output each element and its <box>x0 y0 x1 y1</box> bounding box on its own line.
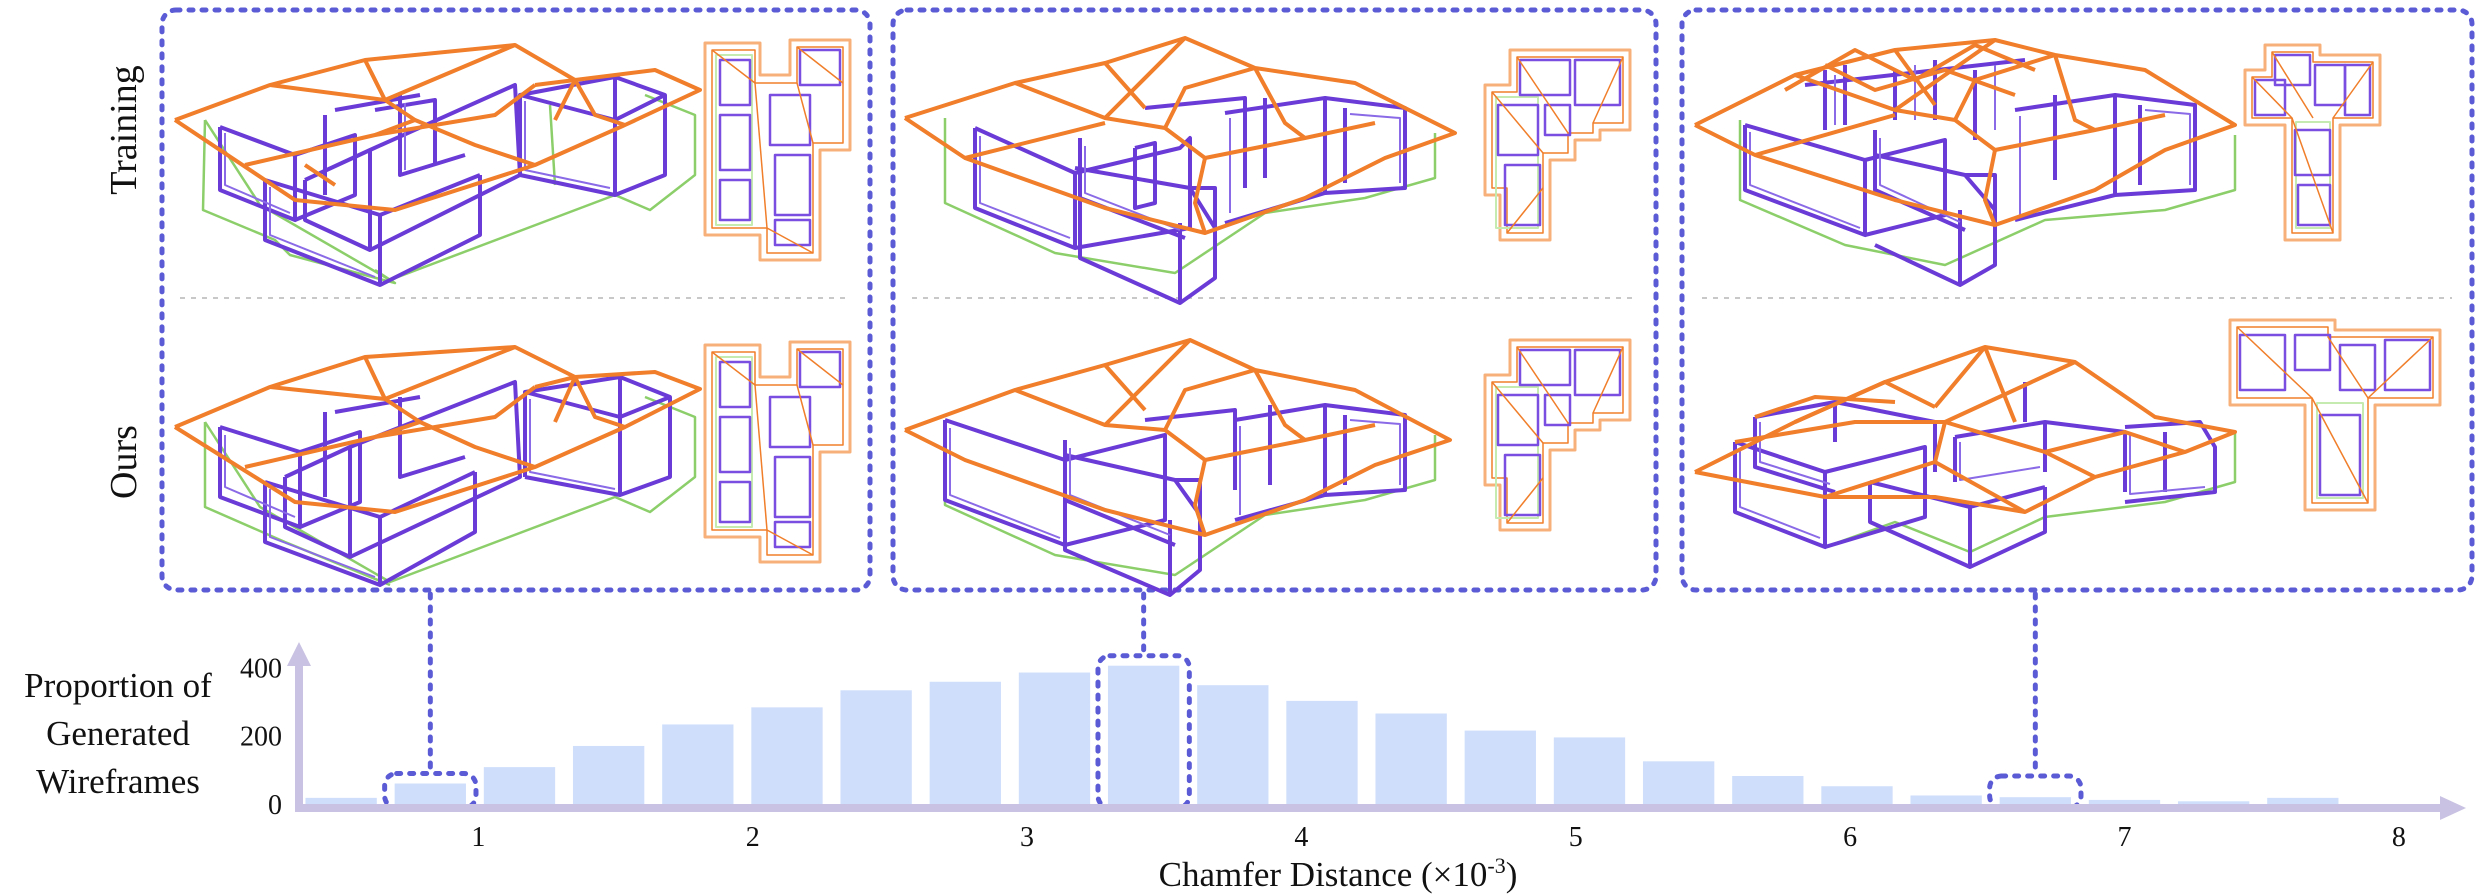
floorplan-training <box>1483 48 1632 242</box>
histogram-bar <box>2088 799 2161 804</box>
sample-panel-mid-distance <box>890 7 1659 597</box>
x-tick-label: 6 <box>1843 822 1857 853</box>
histogram-bar <box>2177 801 2250 804</box>
y-axis-arrow <box>287 642 311 666</box>
y-tick-labels: 0 200 400 <box>240 653 282 821</box>
histogram-bar <box>394 783 466 804</box>
x-axis-label: Chamfer Distance (×10-3) <box>1159 853 1518 894</box>
histogram-bar <box>1999 797 2071 804</box>
x-tick-label: 8 <box>2392 822 2406 853</box>
floorplan-training <box>703 38 852 262</box>
floorplan-ours <box>2228 318 2442 512</box>
floorplan-ours <box>703 340 852 564</box>
sample-panel-high-distance <box>1679 7 2475 593</box>
y-axis-label-line-2: Generated <box>46 714 190 753</box>
floorplan-ours <box>1483 338 1632 532</box>
sample-panel-low-distance <box>159 7 873 593</box>
histogram: 1 2 3 4 5 6 7 8 0 200 400 Proportion of Generated… <box>24 642 2466 894</box>
wireframe-ours <box>903 338 1452 597</box>
histogram-bar <box>1375 713 1447 804</box>
histogram-bars <box>305 665 2339 804</box>
x-tick-labels: 1 2 3 4 5 6 7 8 <box>471 822 2406 853</box>
row-label-ours: Ours <box>103 425 145 499</box>
y-tick-label: 400 <box>240 653 282 684</box>
row-label-training: Training <box>103 65 145 195</box>
histogram-bar <box>1286 700 1358 804</box>
histogram-bar <box>929 681 1001 804</box>
histogram-bar <box>751 707 823 804</box>
x-tick-label: 5 <box>1569 822 1583 853</box>
wireframe-ours <box>173 345 702 587</box>
x-tick-label: 7 <box>2117 822 2131 853</box>
histogram-bar <box>1464 730 1536 804</box>
x-tick-label: 1 <box>471 822 485 853</box>
histogram-bar <box>1553 737 1626 804</box>
histogram-bar <box>662 724 734 804</box>
wireframe-training <box>173 43 702 287</box>
histogram-bar <box>840 690 912 804</box>
y-axis-label-line-1: Proportion of <box>24 666 212 705</box>
histogram-bar <box>572 745 645 804</box>
histogram-bar <box>2267 797 2339 804</box>
wireframe-ours <box>1693 345 2237 569</box>
histogram-bar <box>1732 776 1804 804</box>
histogram-bar <box>1821 786 1893 804</box>
x-tick-label: 3 <box>1020 822 1034 853</box>
histogram-highlight-box <box>1095 653 1192 811</box>
floorplan-training <box>2243 43 2382 242</box>
histogram-bar <box>1910 795 1982 804</box>
histogram-bar <box>1018 672 1091 804</box>
x-tick-label: 2 <box>746 822 760 853</box>
sample-panels <box>159 7 2475 597</box>
histogram-bar <box>1197 685 1269 804</box>
panel-frame <box>1679 7 2475 593</box>
y-tick-label: 200 <box>240 722 282 753</box>
panel-frame <box>159 7 873 593</box>
panel-frame <box>890 7 1659 593</box>
y-axis-label-line-3: Wireframes <box>36 762 200 801</box>
y-tick-label: 0 <box>268 790 282 821</box>
x-axis-arrow <box>2440 796 2466 820</box>
histogram-bar <box>305 797 377 804</box>
histogram-bar <box>1107 665 1180 804</box>
histogram-bar <box>1642 761 1715 804</box>
x-tick-label: 4 <box>1294 822 1308 853</box>
wireframe-training <box>903 36 1457 305</box>
histogram-bar <box>483 767 556 804</box>
wireframe-training <box>1693 38 2237 287</box>
